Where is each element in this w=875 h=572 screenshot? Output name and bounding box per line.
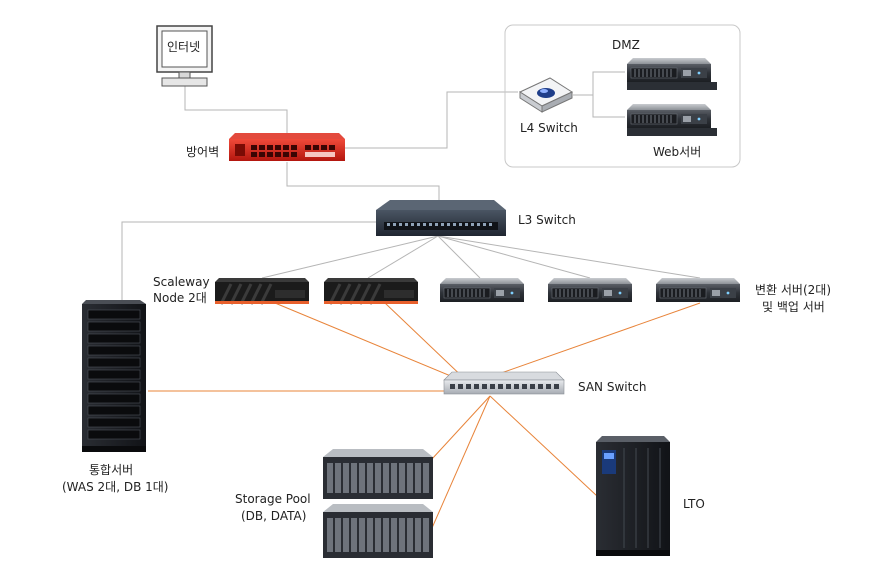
storage-label-2: (DB, DATA) <box>241 509 306 523</box>
scaleway-label-2: Node 2대 <box>153 291 207 305</box>
san-switch-label: SAN Switch <box>578 380 647 394</box>
link-l4-web2 <box>592 95 625 118</box>
internet-label: 인터넷 <box>167 40 200 54</box>
link-l4-web <box>573 71 625 96</box>
monitor-icon <box>156 25 213 87</box>
backup-server-icon <box>655 277 741 303</box>
web-server-2-icon <box>626 103 712 129</box>
link-l3-integrated <box>121 221 378 300</box>
link-l3-server1 <box>437 235 481 279</box>
network-links <box>121 71 701 300</box>
dmz-label: DMZ <box>612 38 640 52</box>
lto-label: LTO <box>683 497 705 511</box>
web-server-1-bottom <box>627 82 717 90</box>
convert-server-1-icon <box>439 277 525 303</box>
web-server-1-icon <box>626 57 712 83</box>
storage-label-1: Storage Pool <box>235 492 311 506</box>
link-san-scaleway2 <box>384 302 471 385</box>
convert-server-2-icon <box>547 277 633 303</box>
scaleway-node-2-icon <box>324 278 418 305</box>
link-san-storage2 <box>431 395 491 529</box>
storage-array-2-icon <box>323 504 433 558</box>
san-switch-icon <box>443 371 565 395</box>
l4-switch-icon <box>518 77 574 113</box>
tower-server-icon <box>82 300 146 452</box>
l3-switch-label: L3 Switch <box>518 213 576 227</box>
link-san-lto <box>489 395 598 497</box>
link-l3-scaleway1 <box>261 235 439 279</box>
firewall-label: 방어벽 <box>186 145 219 159</box>
scaleway-node-1-icon <box>215 278 309 305</box>
link-internet-firewall <box>184 86 288 133</box>
firewall-icon <box>229 133 345 161</box>
scaleway-label-1: Scaleway <box>153 275 210 289</box>
link-l3-server3 <box>437 235 701 279</box>
storage-array-1-icon <box>323 449 433 499</box>
link-san-scaleway1 <box>274 302 471 385</box>
link-l3-server2 <box>437 235 591 279</box>
link-firewall-l3 <box>286 162 440 200</box>
convert-label-2: 및 백업 서버 <box>762 300 825 314</box>
tape-library-icon <box>596 436 670 556</box>
integrated-label-2: (WAS 2대, DB 1대) <box>62 480 168 494</box>
integrated-label-1: 통합서버 <box>89 463 133 477</box>
convert-label-1: 변환 서버(2대) <box>755 283 831 297</box>
san-links <box>148 302 701 529</box>
l4-switch-label: L4 Switch <box>520 121 578 135</box>
dmz-zone <box>504 24 741 168</box>
link-firewall-dmz <box>345 91 518 149</box>
link-san-server3 <box>469 302 701 385</box>
link-l3-scaleway2 <box>367 235 439 279</box>
web-server-2-bottom <box>627 128 717 136</box>
web-server-label: Web서버 <box>653 145 701 159</box>
l3-switch-icon <box>376 200 506 236</box>
